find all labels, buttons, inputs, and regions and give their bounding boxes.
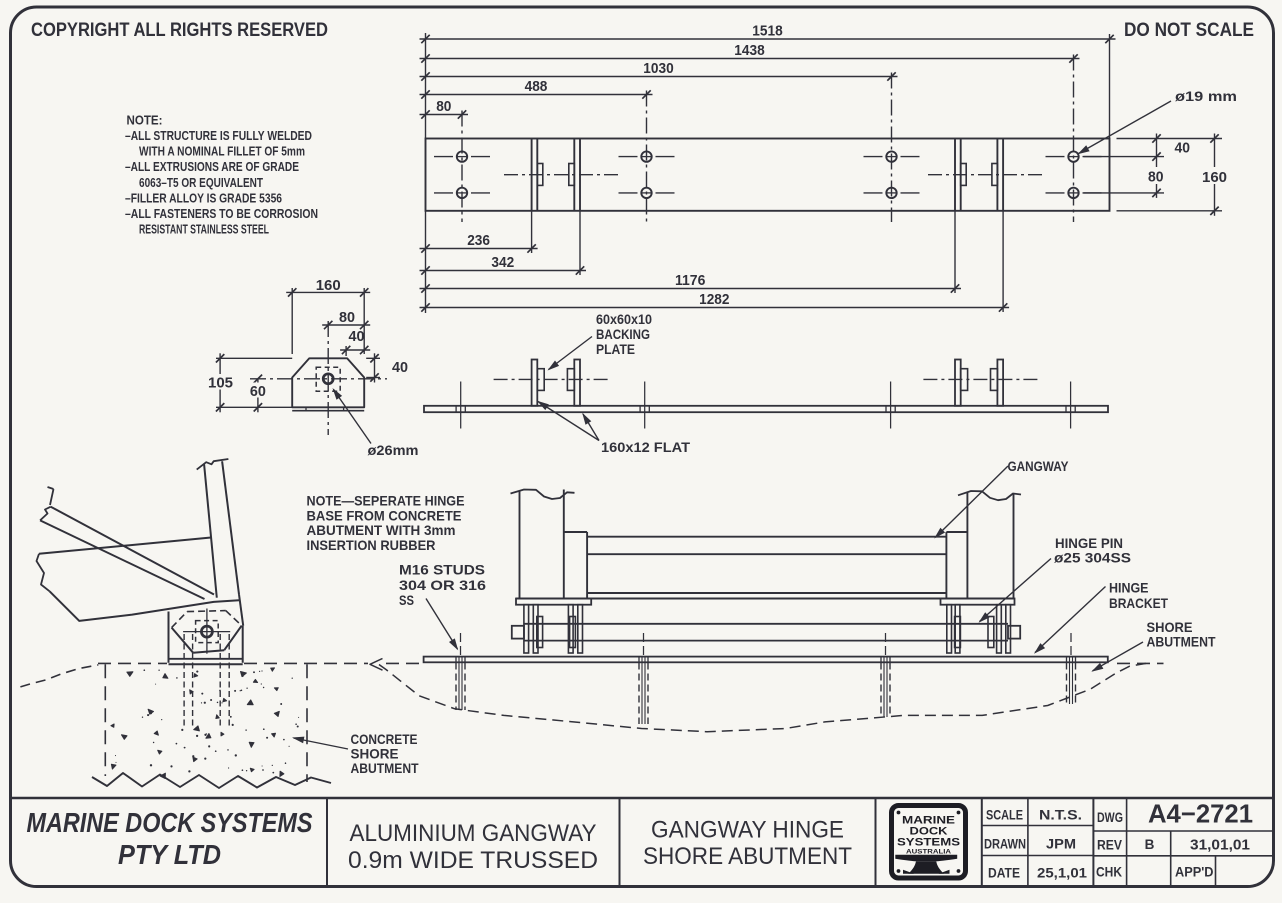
svg-text:60x60x10: 60x60x10 xyxy=(596,311,652,327)
svg-text:80: 80 xyxy=(339,309,355,326)
svg-text:–ALL FASTENERS TO BE CORROSION: –ALL FASTENERS TO BE CORROSION xyxy=(125,206,318,221)
svg-text:COPYRIGHT ALL RIGHTS RESERVED: COPYRIGHT ALL RIGHTS RESERVED xyxy=(31,20,328,41)
svg-text:MARINE DOCK SYSTEMS: MARINE DOCK SYSTEMS xyxy=(27,807,313,838)
svg-text:INSERTION RUBBER: INSERTION RUBBER xyxy=(307,537,436,553)
svg-text:1030: 1030 xyxy=(643,60,673,77)
svg-text:REV: REV xyxy=(1097,838,1122,853)
svg-text:SS: SS xyxy=(399,592,414,608)
svg-text:M16 STUDS: M16 STUDS xyxy=(399,562,485,578)
svg-text:NOTE—SEPERATE HINGE: NOTE—SEPERATE HINGE xyxy=(307,493,465,509)
svg-text:1282: 1282 xyxy=(699,291,729,308)
svg-text:DWG: DWG xyxy=(1097,810,1123,825)
svg-text:PLATE: PLATE xyxy=(596,341,635,357)
svg-text:40: 40 xyxy=(349,328,365,345)
svg-text:SHORE: SHORE xyxy=(351,746,399,762)
svg-text:ø19 mm: ø19 mm xyxy=(1175,88,1237,104)
svg-text:BRACKET: BRACKET xyxy=(1109,595,1168,611)
svg-text:160x12 FLAT: 160x12 FLAT xyxy=(601,439,690,455)
svg-text:–ALL EXTRUSIONS ARE OF GRADE: –ALL EXTRUSIONS ARE OF GRADE xyxy=(125,159,299,174)
svg-text:AUSTRALIA: AUSTRALIA xyxy=(906,849,951,856)
svg-text:342: 342 xyxy=(491,254,514,271)
svg-text:40: 40 xyxy=(1175,140,1191,157)
svg-text:DOCK: DOCK xyxy=(910,826,948,838)
svg-text:RESISTANT STAINLESS STEEL: RESISTANT STAINLESS STEEL xyxy=(139,222,269,237)
svg-text:236: 236 xyxy=(467,232,490,249)
svg-text:ø26mm: ø26mm xyxy=(368,442,419,458)
svg-text:–ALL STRUCTURE IS FULLY WELDED: –ALL STRUCTURE IS FULLY WELDED xyxy=(125,128,312,143)
svg-text:CHK: CHK xyxy=(1096,865,1122,880)
svg-text:DRAWN: DRAWN xyxy=(984,837,1026,852)
svg-text:WITH A NOMINAL FILLET OF 5mm: WITH A NOMINAL FILLET OF 5mm xyxy=(139,144,305,159)
svg-text:N.T.S.: N.T.S. xyxy=(1039,808,1082,823)
svg-text:BASE FROM CONCRETE: BASE FROM CONCRETE xyxy=(307,507,462,523)
svg-text:80: 80 xyxy=(1148,169,1164,186)
svg-text:105: 105 xyxy=(208,375,233,392)
svg-text:1176: 1176 xyxy=(675,272,705,289)
svg-text:MARINE: MARINE xyxy=(902,815,955,827)
svg-text:40: 40 xyxy=(392,359,408,376)
svg-text:HINGE PIN: HINGE PIN xyxy=(1055,535,1123,551)
svg-text:6063–T5 OR EQUIVALENT: 6063–T5 OR EQUIVALENT xyxy=(139,175,263,190)
svg-text:CONCRETE: CONCRETE xyxy=(351,731,418,747)
svg-text:ABUTMENT: ABUTMENT xyxy=(1147,634,1216,650)
svg-text:BACKING: BACKING xyxy=(596,326,650,342)
svg-text:ABUTMENT WITH 3mm: ABUTMENT WITH 3mm xyxy=(307,522,456,538)
svg-text:SHORE ABUTMENT: SHORE ABUTMENT xyxy=(643,843,852,870)
svg-text:1518: 1518 xyxy=(752,23,782,40)
svg-text:DO NOT SCALE: DO NOT SCALE xyxy=(1124,20,1254,41)
svg-text:60: 60 xyxy=(250,383,266,400)
svg-text:25,1,01: 25,1,01 xyxy=(1037,866,1088,881)
svg-text:31,01,01: 31,01,01 xyxy=(1190,838,1250,854)
svg-text:APP'D: APP'D xyxy=(1175,865,1214,880)
svg-text:SCALE: SCALE xyxy=(986,808,1023,823)
svg-text:DATE: DATE xyxy=(988,866,1020,881)
svg-text:ABUTMENT: ABUTMENT xyxy=(351,760,419,776)
svg-text:160: 160 xyxy=(1202,169,1227,186)
svg-text:HINGE: HINGE xyxy=(1109,580,1149,596)
svg-text:–FILLER ALLOY IS GRADE 5356: –FILLER ALLOY IS GRADE 5356 xyxy=(125,190,282,205)
svg-text:NOTE:: NOTE: xyxy=(127,113,163,128)
svg-text:ALUMINIUM GANGWAY: ALUMINIUM GANGWAY xyxy=(350,820,597,847)
svg-text:1438: 1438 xyxy=(734,42,764,59)
svg-text:A4−2721: A4−2721 xyxy=(1148,799,1253,829)
svg-text:JPM: JPM xyxy=(1046,837,1076,852)
svg-text:GANGWAY: GANGWAY xyxy=(1008,458,1070,474)
svg-text:PTY LTD: PTY LTD xyxy=(118,839,221,870)
svg-text:304 OR 316: 304 OR 316 xyxy=(399,577,486,593)
svg-text:SHORE: SHORE xyxy=(1147,619,1193,635)
svg-text:0.9m WIDE TRUSSED: 0.9m WIDE TRUSSED xyxy=(348,847,598,874)
svg-text:488: 488 xyxy=(525,78,548,95)
svg-text:ø25 304SS: ø25 304SS xyxy=(1054,550,1131,566)
svg-text:B: B xyxy=(1145,837,1155,852)
svg-text:160: 160 xyxy=(316,277,341,294)
svg-text:SYSTEMS: SYSTEMS xyxy=(897,837,960,849)
svg-text:80: 80 xyxy=(436,98,451,115)
svg-text:GANGWAY HINGE: GANGWAY HINGE xyxy=(651,817,844,844)
